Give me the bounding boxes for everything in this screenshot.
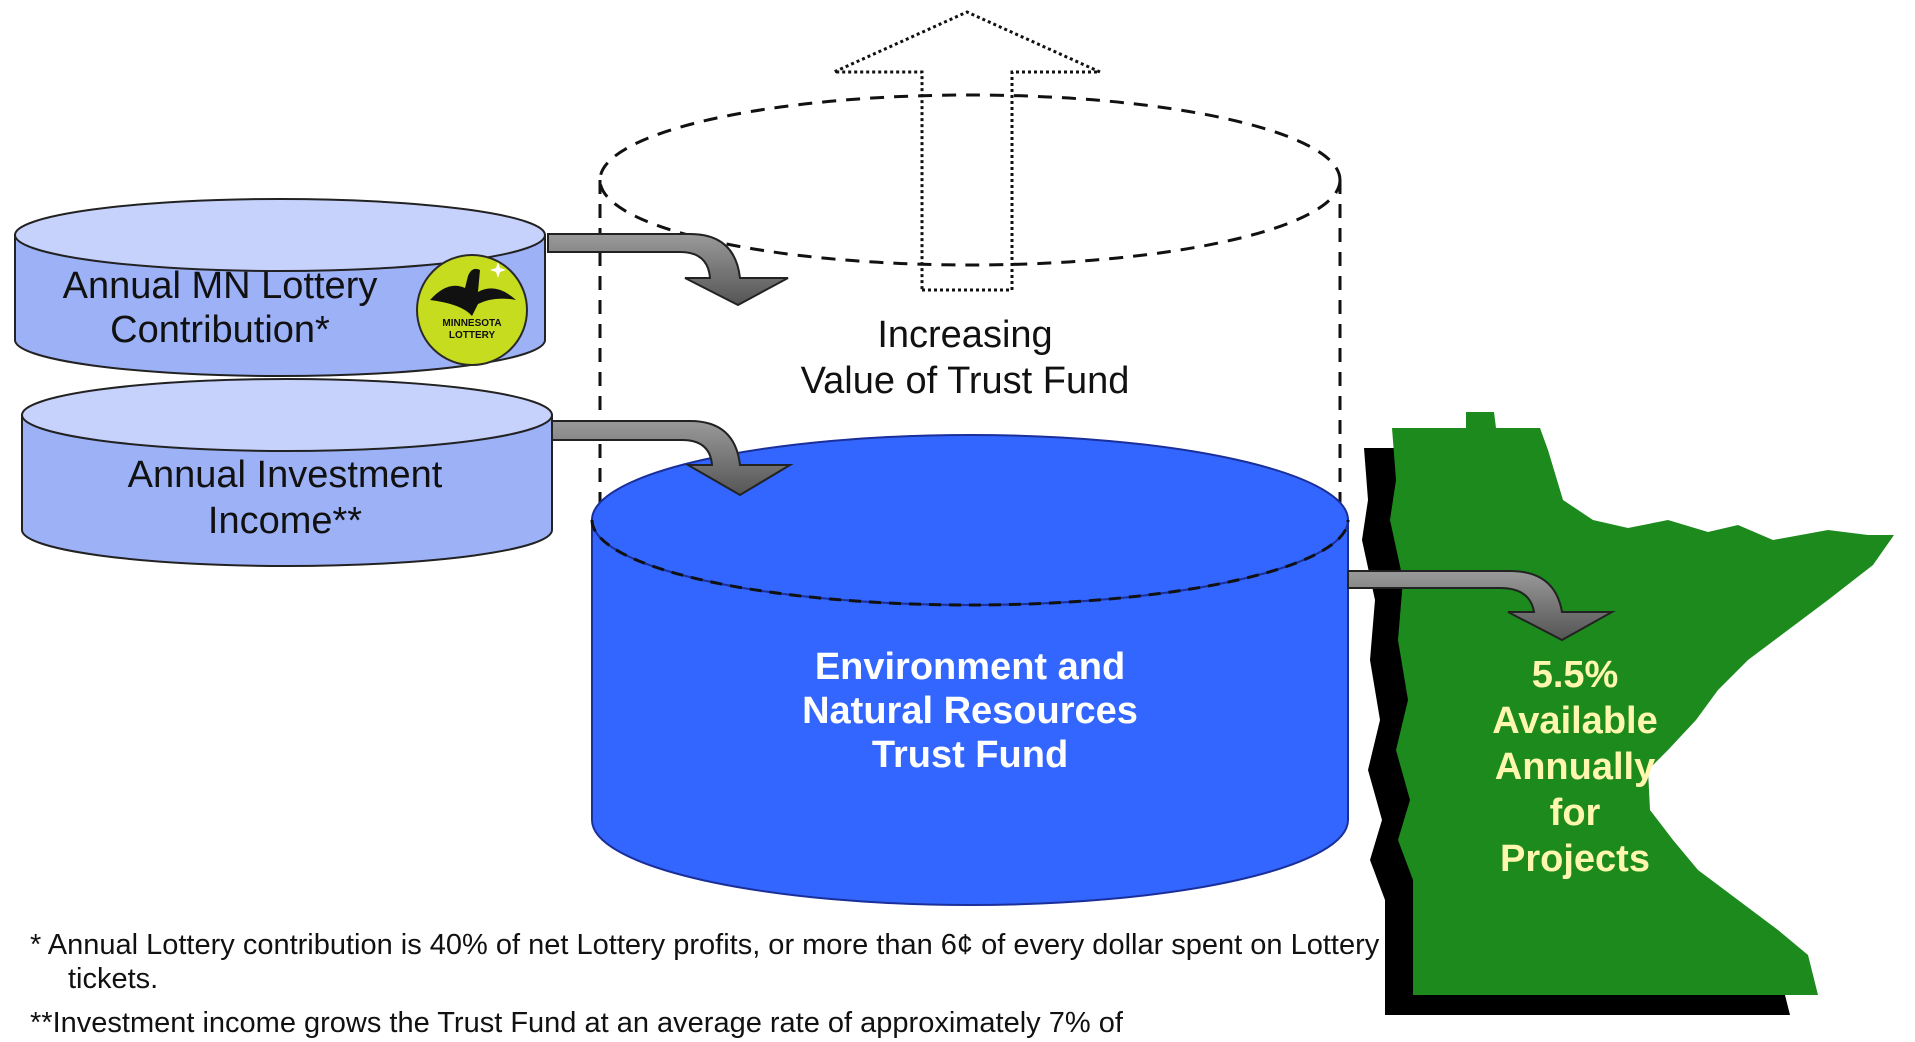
state-label-line3: Annually (1494, 746, 1656, 788)
state-label-line4: for (1549, 792, 1601, 834)
investment-label-line2: Income** (207, 500, 363, 542)
investment-to-fund-arrow (551, 420, 794, 497)
investment-label: Annual Investment Income** (70, 452, 500, 544)
minnesota-map (1390, 412, 1894, 995)
growth-label-line2: Value of Trust Fund (800, 360, 1130, 402)
investment-label-line1: Annual Investment (127, 454, 443, 496)
footnote-lottery: * Annual Lottery contribution is 40% of … (30, 929, 1380, 995)
lottery-label: Annual MN Lottery Contribution* (20, 264, 420, 352)
trust-fund-label-line1: Environment and (814, 646, 1126, 688)
footnote-investment: **Investment income grows the Trust Fund… (30, 1007, 1123, 1039)
state-availability-label: 5.5% Available Annually for Projects (1450, 652, 1700, 882)
state-label-line1: 5.5% (1531, 654, 1619, 696)
upward-growth-arrow (833, 10, 1101, 292)
lottery-label-line2: Contribution* (110, 309, 330, 351)
lottery-to-fund-arrow (547, 233, 789, 307)
trust-fund-label: Environment and Natural Resources Trust … (720, 645, 1220, 777)
growth-label-line1: Increasing (877, 314, 1053, 356)
minnesota-lottery-logo: MINNESOTA LOTTERY (416, 254, 528, 366)
growth-label: Increasing Value of Trust Fund (740, 312, 1190, 404)
sparkle-icon (490, 262, 506, 278)
svg-text:MINNESOTA: MINNESOTA (442, 318, 501, 329)
lottery-cylinder (14, 198, 546, 377)
loon-icon (430, 268, 516, 316)
trust-fund-label-line3: Trust Fund (871, 734, 1069, 776)
investment-cylinder (21, 378, 553, 567)
lottery-label-line1: Annual MN Lottery (62, 265, 378, 307)
state-label-line5: Projects (1500, 838, 1650, 880)
fund-to-state-arrow (1347, 570, 1616, 642)
trust-fund-label-line2: Natural Resources (802, 690, 1138, 732)
trust-fund-cylinder (590, 434, 1350, 906)
svg-text:LOTTERY: LOTTERY (449, 330, 496, 341)
state-label-line2: Available (1492, 700, 1658, 742)
